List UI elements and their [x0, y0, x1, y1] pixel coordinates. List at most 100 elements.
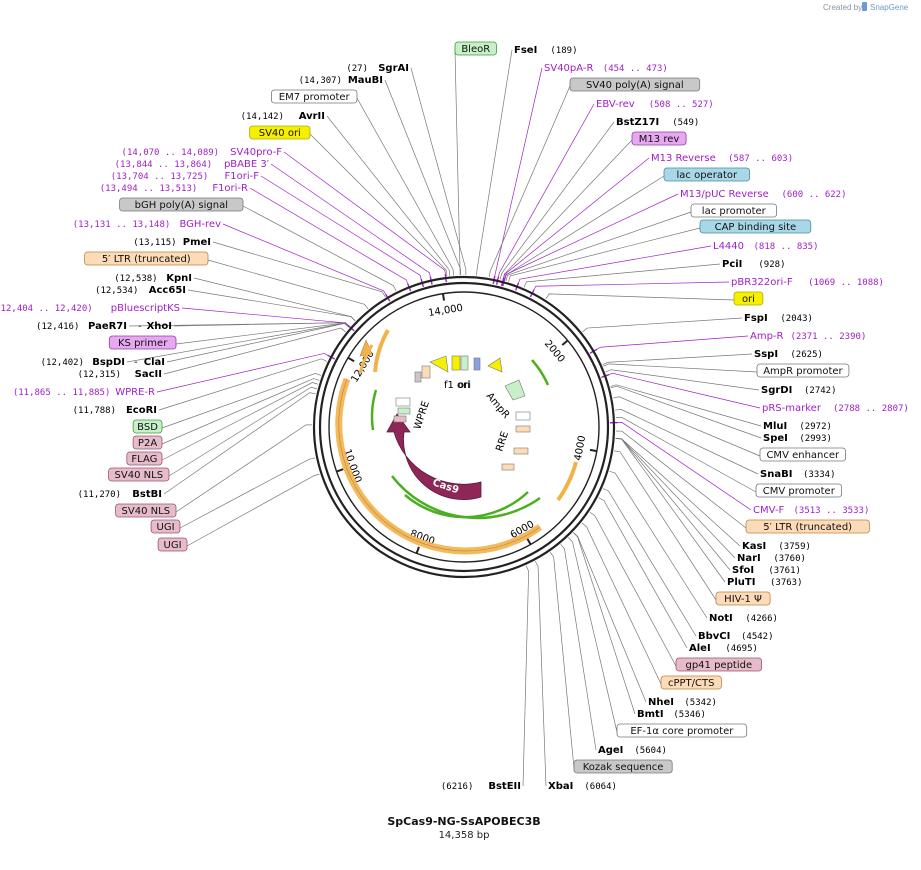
label-name: NarI: [737, 553, 761, 564]
label-em7: EM7 promoter: [270, 89, 358, 104]
label-coord: (3760): [773, 554, 806, 564]
label-xbai: XbaI(6064): [548, 781, 617, 792]
orange-arc-large-border: [338, 378, 541, 552]
blue-feature-block: [473, 357, 481, 371]
label-5ltr-left: 5′ LTR (truncated): [84, 251, 209, 266]
label-name: FseI: [514, 45, 537, 56]
leader-line: [212, 241, 386, 298]
label-amp-r: Amp-R(2371 .. 2390): [750, 331, 866, 342]
label-ampr-promoter: AmpR promoter: [756, 363, 850, 378]
leader-line: [309, 133, 448, 277]
label-ebv-rev: EBV-rev (508 .. 527): [596, 99, 714, 110]
leader-line: [179, 457, 316, 529]
pink-block-1: [393, 415, 407, 423]
peach-block-1: [421, 365, 431, 379]
label-snabi: SnaBI(3334): [760, 469, 836, 480]
scale-tick: [589, 448, 598, 453]
feature-box-text: 5′ LTR (truncated): [763, 522, 852, 533]
label-name: XbaI: [548, 781, 573, 792]
leader-line: [488, 85, 571, 278]
feature-box-text: CAP binding site: [715, 222, 797, 233]
label-pmei: PmeI(13,115): [133, 237, 211, 248]
feature-box: [108, 335, 177, 350]
leader-line: [156, 353, 330, 393]
feature-arcs: Cas9 f1 ori ori AmpR RRE WPRE: [335, 329, 578, 555]
label-pcii: PciI(928): [722, 259, 785, 270]
leader-line: [222, 223, 388, 297]
label-name: BstBI: [132, 489, 162, 500]
leader-line: [193, 277, 356, 321]
label-bstz17i: BstZ17I(549): [616, 117, 699, 128]
scale-tick-label: 14,000: [428, 303, 464, 319]
label-name: F1ori-F: [225, 171, 260, 182]
leader-line: [602, 353, 753, 366]
label-coord: (12,538): [114, 274, 157, 284]
label-noti: NotI(4266): [709, 613, 778, 624]
leader-line: [161, 382, 319, 461]
leader-line: [356, 97, 454, 276]
rre-label: RRE: [494, 430, 511, 453]
scale-tick: [347, 356, 355, 363]
label-maubi: MauBI(14,307): [299, 75, 383, 86]
snapgene-logo-icon: [862, 2, 867, 11]
label-coord: (12,534): [95, 286, 138, 296]
label-coord: (6216): [441, 782, 474, 792]
label-name: AleI: [689, 643, 711, 654]
label-flag: FLAG: [126, 451, 163, 466]
label-name: EBV-rev: [596, 99, 635, 110]
label-dash: -: [138, 321, 142, 332]
leader-line: [326, 115, 451, 276]
feature-box: [660, 675, 722, 690]
label-bmti: BmtI(5346): [637, 709, 706, 720]
feature-box-text: BSD: [137, 422, 158, 433]
label-coord: (12,315): [78, 370, 121, 380]
label-name: SpeI: [763, 433, 788, 444]
label-coord: (189): [550, 46, 577, 56]
label-name: Amp-R: [750, 331, 784, 342]
label-coord: (12,402): [41, 358, 84, 368]
label-cppt: cPPT/CTS: [660, 675, 722, 690]
leader-line: [615, 409, 759, 475]
leader-line: [454, 49, 461, 276]
label-alei: AleI(4695): [689, 643, 758, 654]
feature-box-text: SV40 poly(A) signal: [586, 80, 684, 91]
label-lac-operator: lac operator: [663, 167, 750, 182]
label-coord: (2993): [799, 434, 832, 444]
label-name: pBR322ori-F: [731, 277, 793, 288]
label-sgrdi: SgrDI(2742): [761, 385, 837, 396]
label-name: SV40pA-R: [544, 63, 593, 74]
leader-line: [545, 293, 735, 301]
leader-line: [615, 438, 731, 571]
leader-line: [502, 139, 633, 281]
label-name: SacII: [135, 369, 162, 380]
label-coord: (587 .. 603): [728, 154, 793, 164]
feature-box: [115, 503, 177, 518]
label-name: NheI: [648, 697, 674, 708]
label-cmv-enhancer: CMV enhancer: [759, 447, 846, 462]
feature-box: [126, 451, 163, 466]
label-name: BstEII: [488, 781, 521, 792]
feature-box: [84, 251, 209, 266]
label-name: XhoI: [147, 321, 172, 332]
label-name: KpnI: [166, 273, 192, 284]
label-name: SspI: [754, 349, 778, 360]
label-coord: (2742): [804, 386, 837, 396]
leader-line: [163, 327, 346, 375]
leader-line: [207, 259, 369, 310]
label-pbabe3: pBABE 3′(13,844 .. 13,864): [115, 159, 270, 170]
plasmid-name: SpCas9-NG-SsAPOBEC3B: [387, 815, 540, 828]
scale-tick: [415, 546, 420, 554]
f1-ori-block-green: [460, 355, 469, 371]
label-wpre-r: WPRE-R(11,865 .. 11,885): [13, 387, 155, 398]
label-fsei: FseI (189): [514, 45, 577, 56]
feature-box-text: Kozak sequence: [583, 762, 664, 773]
label-coord: (508 .. 527): [649, 100, 714, 110]
leader-line: [595, 335, 749, 351]
feature-box: [756, 363, 850, 378]
label-name: FspI: [744, 313, 768, 324]
ori-arrow-icon: [429, 355, 449, 373]
label-ecori: EcoRI(11,788): [73, 405, 157, 416]
label-sgrai: SgrAI(27): [346, 63, 409, 74]
label-ks-primer: KS primer: [108, 335, 177, 350]
ori-label: ori: [458, 380, 471, 391]
